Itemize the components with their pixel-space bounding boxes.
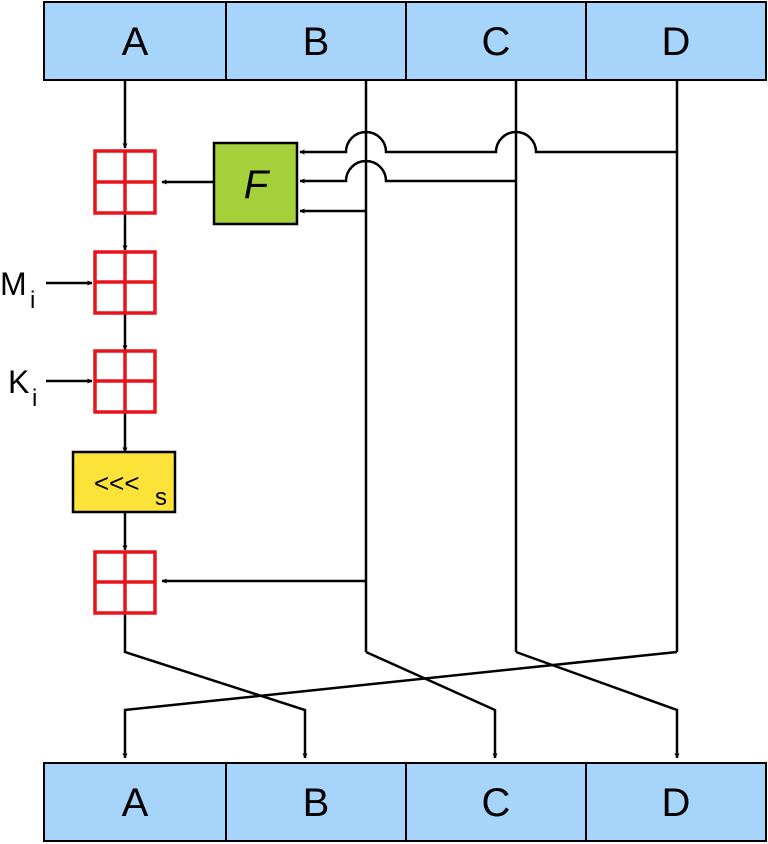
bottom-register-cell-b bbox=[225, 762, 407, 842]
wire-c-to-f bbox=[299, 159, 516, 184]
adder-2 bbox=[93, 250, 157, 315]
top-register: A B C D bbox=[43, 1, 767, 81]
bottom-register-label-c: C bbox=[482, 781, 511, 825]
constant-label: K bbox=[8, 364, 29, 400]
rotate-block: <<< s bbox=[71, 450, 177, 514]
message-input: M i bbox=[0, 266, 93, 314]
bottom-register-cell-c bbox=[405, 762, 587, 842]
adder-4 bbox=[93, 550, 157, 615]
wire-d-to-f bbox=[299, 130, 677, 155]
top-register-cell-b bbox=[225, 1, 407, 81]
wire-result-to-b bbox=[123, 613, 308, 759]
top-register-cell-d bbox=[585, 1, 767, 81]
rotate-subscript: s bbox=[155, 484, 167, 511]
function-f: F bbox=[212, 141, 299, 226]
wire-b-to-c bbox=[365, 650, 498, 759]
top-register-label-c: C bbox=[482, 20, 511, 64]
adder-1 bbox=[93, 149, 157, 215]
message-subscript: i bbox=[30, 287, 35, 314]
bottom-register-label-a: A bbox=[122, 781, 149, 825]
rotate-box bbox=[71, 450, 177, 514]
top-register-label-b: B bbox=[303, 20, 330, 64]
rotate-label: <<< bbox=[94, 468, 140, 498]
function-f-box bbox=[212, 141, 299, 226]
bottom-register-cell-d bbox=[585, 762, 767, 842]
top-register-cell-a bbox=[43, 1, 227, 81]
bottom-register-label-b: B bbox=[303, 781, 330, 825]
constant-input: K i bbox=[8, 364, 93, 412]
bottom-register-cell-a bbox=[43, 762, 227, 842]
wire-c-to-d bbox=[515, 650, 680, 759]
function-f-label: F bbox=[244, 163, 271, 207]
f-input-wires bbox=[161, 80, 679, 652]
top-register-cell-c bbox=[405, 1, 587, 81]
top-register-label-d: D bbox=[662, 20, 691, 64]
adder-3 bbox=[93, 349, 157, 414]
bottom-register-label-d: D bbox=[662, 781, 691, 825]
output-wires bbox=[122, 613, 680, 759]
constant-subscript: i bbox=[32, 385, 37, 412]
top-register-label-a: A bbox=[122, 20, 149, 64]
message-label: M bbox=[0, 266, 27, 302]
wire-d-to-a bbox=[122, 650, 678, 759]
bottom-register: A B C D bbox=[43, 762, 767, 842]
